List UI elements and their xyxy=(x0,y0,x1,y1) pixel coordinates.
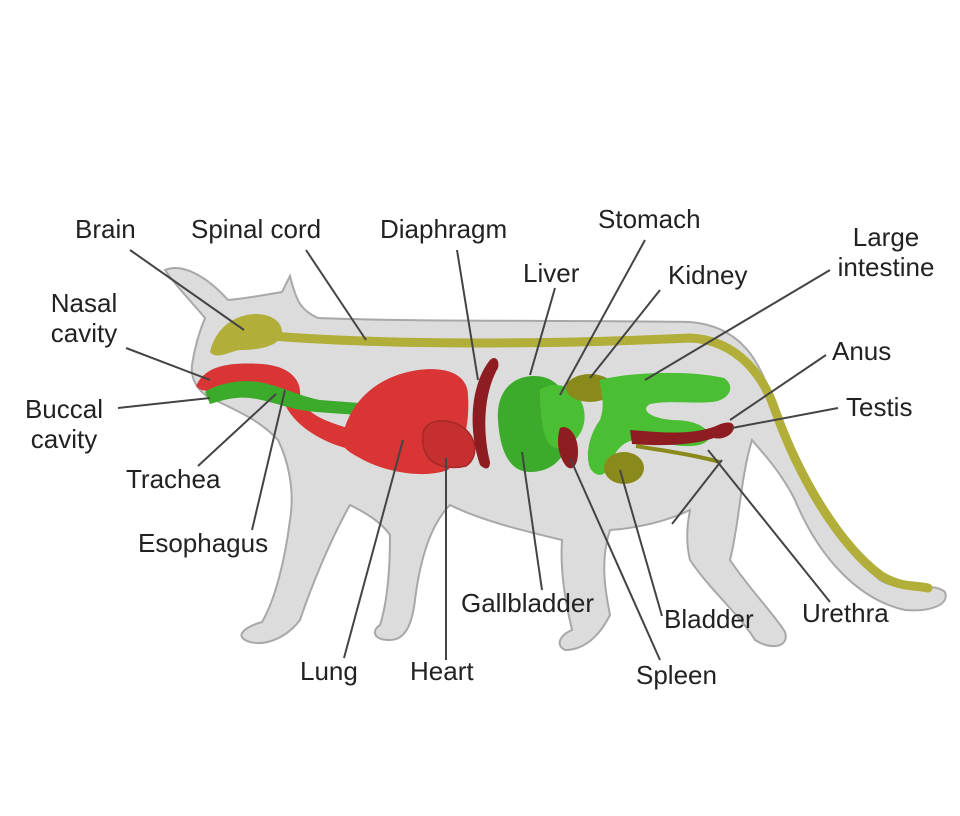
trachea-shape xyxy=(205,381,372,416)
label-spinal-cord: Spinal cord xyxy=(191,214,322,244)
heart-shape xyxy=(421,420,476,469)
label-anus: Anus xyxy=(832,336,892,366)
label-heart: Heart xyxy=(410,656,474,686)
label-liver: Liver xyxy=(523,258,580,288)
spinal-cord-shape xyxy=(267,331,933,593)
spleen-shape xyxy=(558,427,578,469)
testis-shape xyxy=(630,422,734,446)
label-large-intestine-line1: Large xyxy=(852,222,920,252)
label-lung: Lung xyxy=(300,656,358,686)
label-large-intestine: Large intestine xyxy=(826,222,946,282)
label-buccal-cavity: Buccal cavity xyxy=(14,394,114,454)
label-buccal-cavity-line1: Buccal xyxy=(24,394,104,424)
label-buccal-cavity-line2: cavity xyxy=(30,424,98,454)
label-testis: Testis xyxy=(846,392,913,422)
leader-lines xyxy=(117,239,839,661)
label-brain: Brain xyxy=(75,214,136,244)
label-bladder: Bladder xyxy=(664,604,754,634)
brain-shape xyxy=(210,314,282,356)
label-large-intestine-line2: intestine xyxy=(837,252,935,282)
label-nasal-cavity-line1: Nasal xyxy=(50,288,118,318)
urethra-shape xyxy=(635,444,721,464)
label-nasal-cavity-line2: cavity xyxy=(50,318,118,348)
label-nasal-cavity: Nasal cavity xyxy=(38,288,130,348)
bladder-shape xyxy=(604,452,644,484)
stomach-shape xyxy=(540,384,585,448)
label-urethra: Urethra xyxy=(802,598,889,628)
label-stomach: Stomach xyxy=(598,204,701,234)
label-spleen: Spleen xyxy=(636,660,717,690)
label-esophagus: Esophagus xyxy=(138,528,269,558)
label-gallbladder: Gallbladder xyxy=(461,588,594,618)
intestine-shape xyxy=(587,372,731,475)
diaphragm-shape xyxy=(472,357,499,469)
label-kidney: Kidney xyxy=(668,260,748,290)
label-diaphragm: Diaphragm xyxy=(380,214,508,244)
label-trachea: Trachea xyxy=(126,464,221,494)
